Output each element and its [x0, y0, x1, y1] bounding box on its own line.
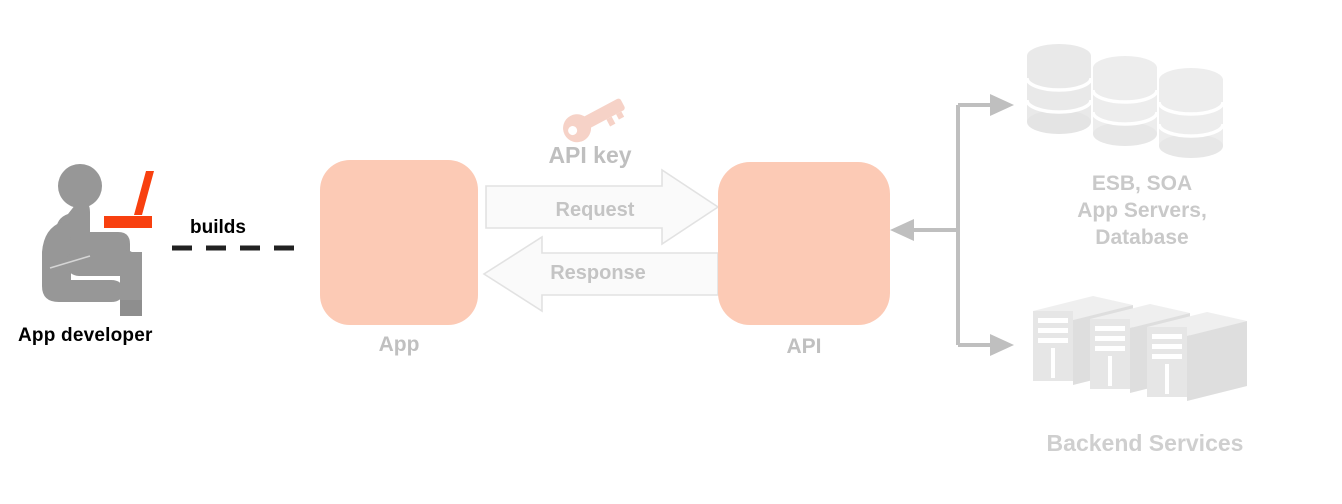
- esb-soa-label: ESB, SOA App Servers, Database: [1022, 170, 1262, 251]
- connector-arrowhead-top: [990, 94, 1014, 116]
- request-arrow: [485, 168, 720, 246]
- app-label: App: [378, 333, 420, 356]
- connector-arrowhead-api: [890, 219, 914, 241]
- response-arrow: [482, 235, 719, 313]
- developer-label: App developer: [18, 325, 153, 346]
- database-cylinders-icon: [1025, 44, 1225, 158]
- developer-icon: [42, 164, 154, 316]
- api-tile[interactable]: [718, 162, 890, 325]
- esb-label-line-3: Database: [1095, 226, 1189, 249]
- esb-label-line-2: App Servers,: [1077, 199, 1207, 222]
- api-key-label: API key: [548, 142, 632, 168]
- backend-connector: [906, 103, 990, 347]
- request-flow-label: Request: [555, 199, 635, 221]
- backend-services-label: Backend Services: [1046, 430, 1244, 456]
- esb-label-line-1: ESB, SOA: [1091, 172, 1193, 195]
- response-flow-label: Response: [550, 262, 646, 284]
- key-icon: [563, 98, 625, 143]
- app-tile[interactable]: [320, 160, 478, 325]
- server-racks-icon: [1033, 296, 1247, 401]
- builds-link-label: builds: [190, 217, 246, 238]
- connector-arrowhead-bottom: [990, 334, 1014, 356]
- api-label: API: [786, 335, 822, 358]
